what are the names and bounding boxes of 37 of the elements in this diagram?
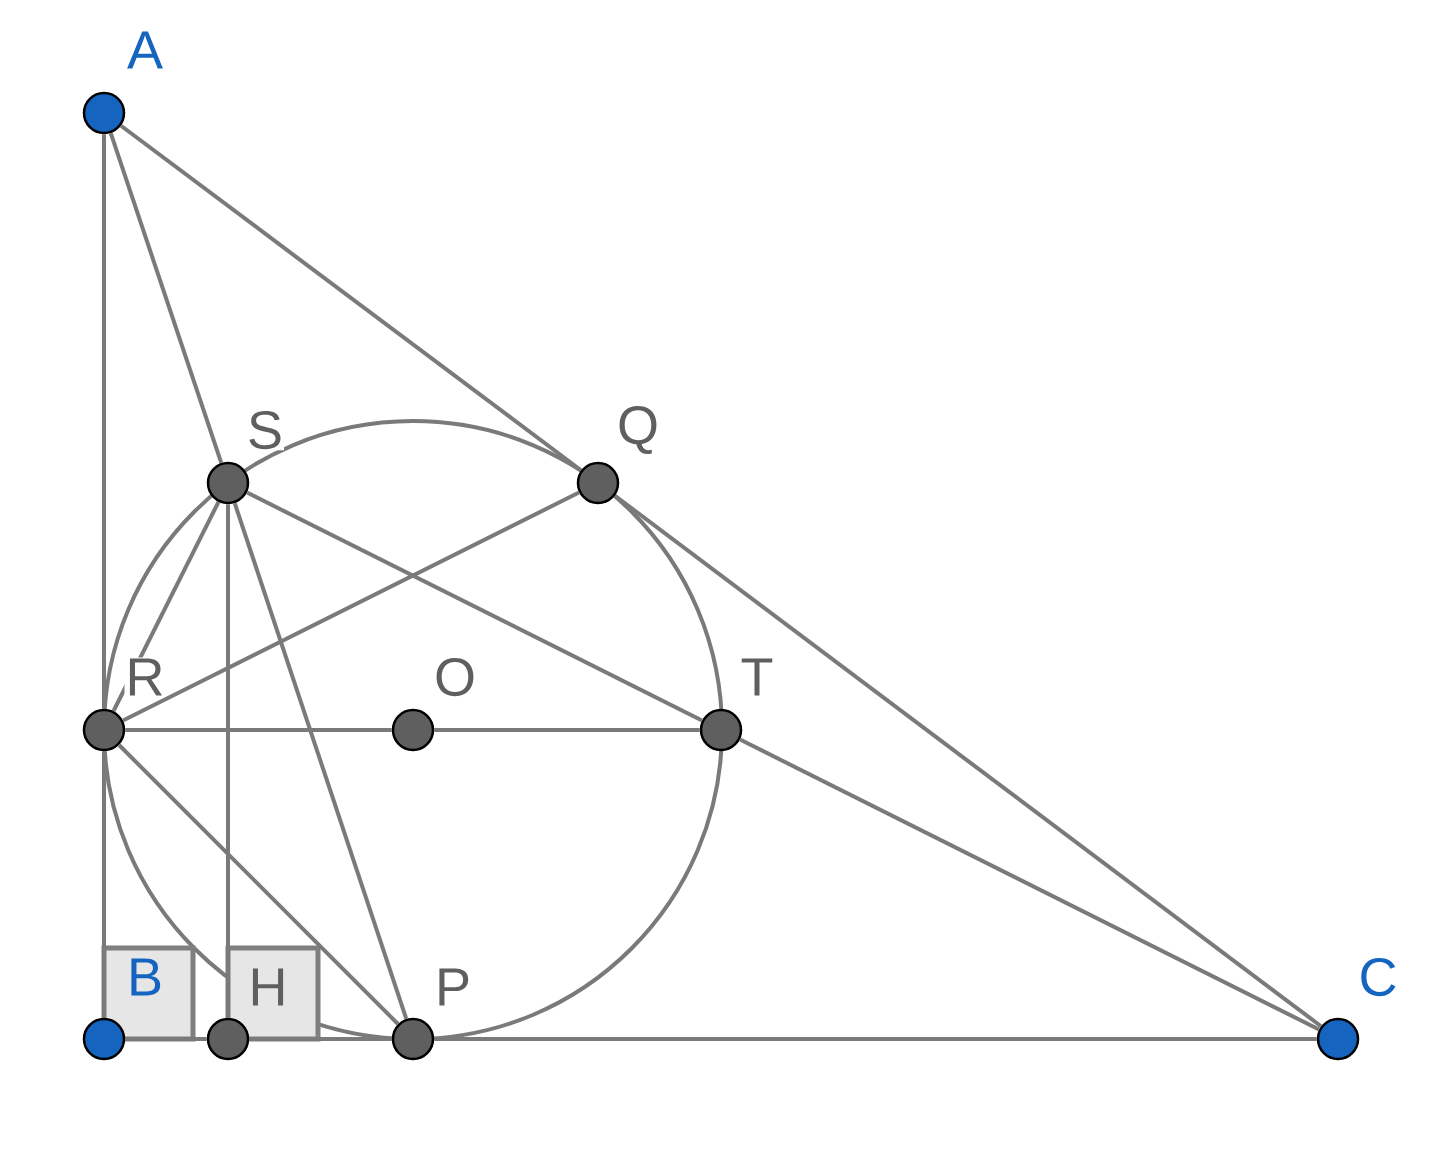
point — [82, 1017, 126, 1061]
line-segment — [122, 490, 580, 723]
line-segment — [125, 728, 392, 732]
line-segment — [108, 132, 224, 464]
line-segment — [613, 494, 1323, 1028]
point — [391, 708, 435, 752]
point-label: R — [124, 657, 166, 697]
point-label: B — [126, 957, 164, 997]
point-label: S — [246, 409, 284, 451]
line-segment — [434, 1037, 1317, 1041]
point — [576, 461, 620, 505]
line-segment — [111, 501, 221, 712]
point-label: O — [433, 656, 477, 698]
point-label: Q — [616, 405, 660, 455]
point — [206, 461, 250, 505]
point-label: A — [126, 30, 164, 70]
point-label: T — [739, 657, 775, 697]
point — [1316, 1017, 1360, 1061]
line-segment — [119, 124, 583, 472]
line-segment — [249, 1037, 392, 1041]
line-segment — [102, 751, 106, 1018]
point-label: C — [1357, 956, 1399, 998]
line-segment — [125, 1037, 207, 1041]
line-segment — [232, 502, 409, 1020]
line-segment — [434, 728, 700, 732]
line-segment — [102, 134, 106, 709]
point-label: P — [434, 967, 472, 1007]
line-segment — [117, 743, 400, 1026]
point-label: H — [247, 967, 289, 1007]
point — [699, 708, 743, 752]
point — [391, 1017, 435, 1061]
point — [82, 91, 126, 135]
line-segment — [246, 490, 703, 723]
line-segment — [739, 737, 1320, 1032]
point — [206, 1017, 250, 1061]
line-segment — [226, 504, 230, 1018]
point — [82, 708, 126, 752]
